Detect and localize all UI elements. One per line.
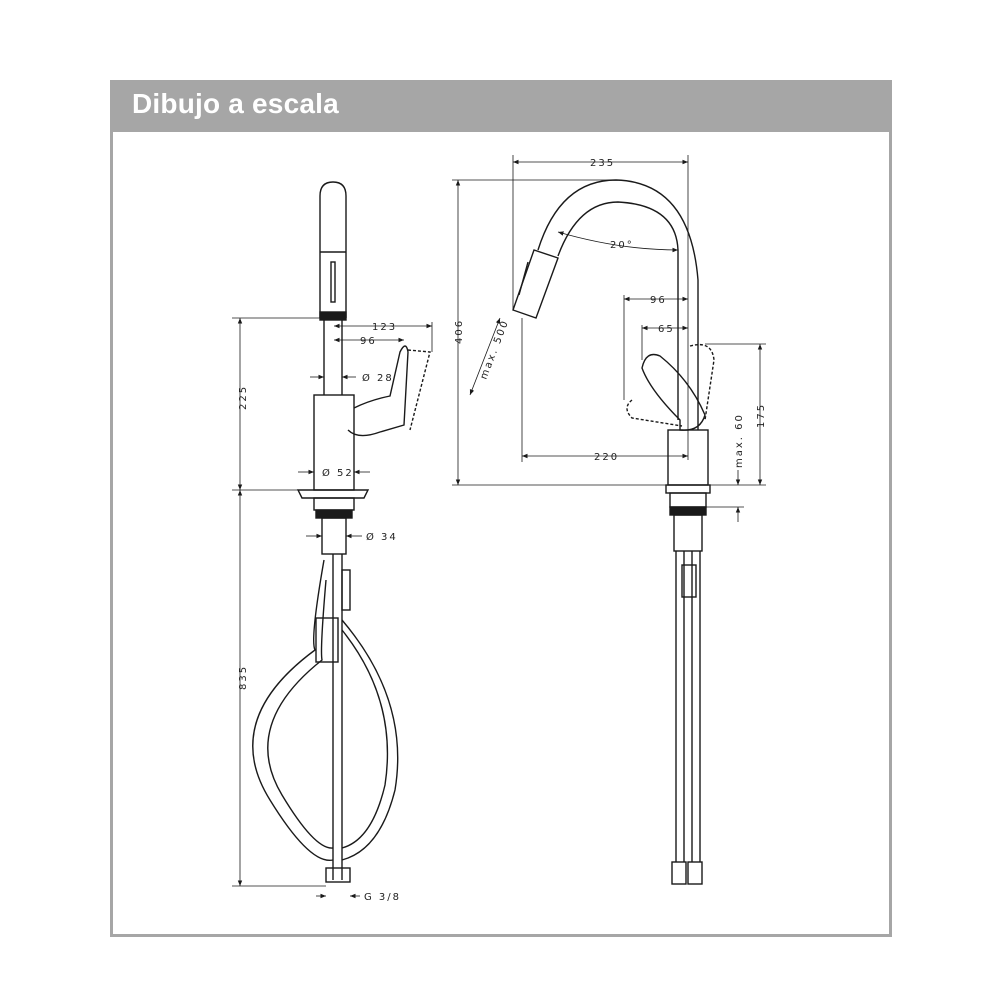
front-view <box>512 179 715 885</box>
dim-max500: max. 500 <box>479 318 512 381</box>
dim-835: 835 <box>238 665 249 690</box>
dim-96-front: 96 <box>650 295 667 306</box>
dim-235: 235 <box>590 158 615 169</box>
dim-max60: max. 60 <box>734 413 745 468</box>
section-header: Dibujo a escala <box>110 80 889 132</box>
section-title: Dibujo a escala <box>132 88 339 119</box>
dim-96: 96 <box>360 336 377 347</box>
dim-d28: Ø 28 <box>362 372 394 384</box>
dim-65: 65 <box>658 324 675 335</box>
dim-220: 220 <box>594 452 619 463</box>
dim-20deg: 20° <box>610 240 634 251</box>
dim-123: 123 <box>372 322 397 333</box>
dim-406: 406 <box>454 319 465 344</box>
side-view <box>252 181 431 883</box>
dim-d52: Ø 52 <box>322 467 354 479</box>
dim-175: 175 <box>756 403 767 428</box>
dim-g38: G 3/8 <box>364 892 401 903</box>
dim-225: 225 <box>238 385 249 410</box>
dim-d34: Ø 34 <box>366 531 398 543</box>
